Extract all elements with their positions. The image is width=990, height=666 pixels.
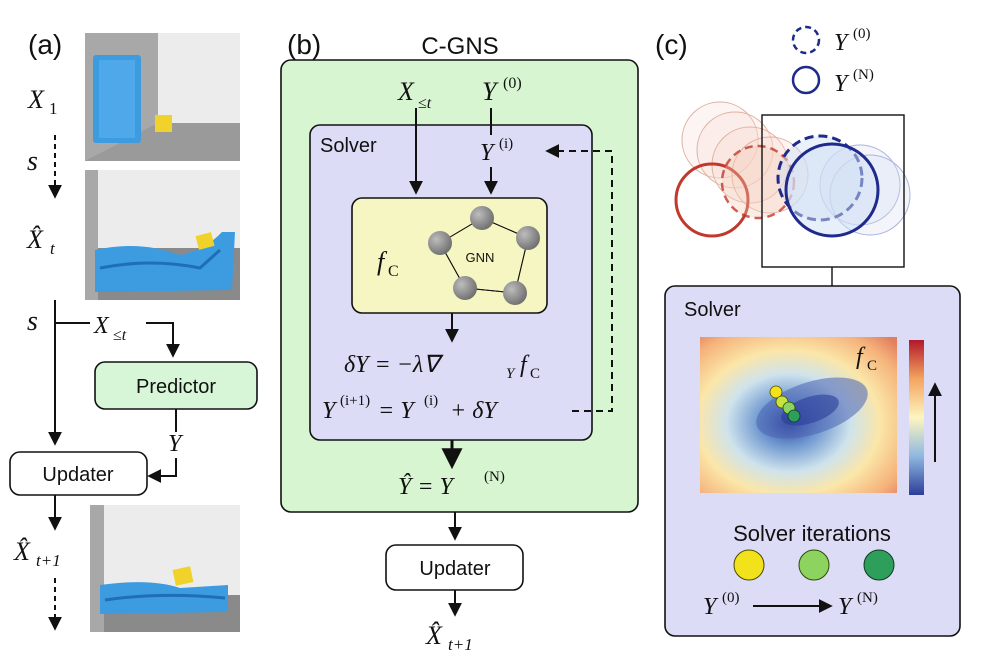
s-mid-label: s [27,306,38,337]
x-le-t-label: X [93,313,110,339]
legend-y0-sup: (0) [853,26,871,42]
iter-dot-middle [798,549,830,581]
iter-dot-first [733,549,765,581]
b-y0-label: Y [482,77,499,106]
b-yi-label: Y [480,140,496,166]
xhat-t1-label: X̂ [13,537,31,566]
update-eq-left: Y [322,398,338,424]
dy-eq-sub: Y [506,366,516,382]
solver-label-b: Solver [320,135,377,157]
arrow-y-to-updater [147,458,177,483]
panel-b: (b) C-GNS X ≤t Y (0) Solver Y (i) f C [280,29,639,654]
y-label: Y [168,431,184,457]
iter-from: Y [703,594,719,620]
cgns-title: C-GNS [421,33,498,60]
iter-from-sup: (0) [722,590,740,606]
update-eq-right: + δY [450,398,499,424]
update-eq-mid-sup: (i) [424,393,438,409]
heatmap-fc-label: f [856,344,866,370]
b-x-le-t-label: X [397,77,415,106]
panel-b-label: (b) [287,29,321,60]
panel-a-label: (a) [28,29,62,60]
zoom-box [761,114,905,268]
legend-y0: Y [834,30,850,56]
updater-label-a: Updater [42,464,113,486]
heatmap-fc-sub: C [867,358,877,374]
x1-sub: 1 [49,99,58,118]
update-eq-left-sup: (i+1) [340,393,370,409]
graph-network-icon [428,206,540,305]
dy-eq-f: f [520,352,530,378]
panel-c-label: (c) [655,29,688,60]
b-x-le-t-sub: ≤t [418,95,432,112]
panel-a: (a) X 1 s X̂ t s X ≤t [9,29,258,632]
fc-box [351,197,548,314]
iter-to-sup: (N) [857,590,878,606]
fc-sub: C [388,263,399,280]
arrow-to-predictor [146,322,180,358]
b-xhat-t1-label: X̂ [425,621,443,650]
colorbar [909,340,924,495]
sim-image-predicted-t [85,170,240,300]
s-top-label: s [27,146,38,177]
iteration-points [769,385,801,423]
updater-box-a [9,451,148,496]
iter-dot-last [863,549,895,581]
panel-c: (c) Y (0) Y (N) Solver f C [655,25,961,637]
update-eq-mid: = Y [378,398,416,424]
x1-label: X [27,85,45,114]
b-y0-sup: (0) [503,75,522,92]
yhat-eq: Ŷ = Y [398,474,456,500]
x-le-t-sub: ≤t [113,327,127,344]
xhat-t-label: X̂ [26,225,44,254]
iter-to: Y [838,594,854,620]
sim-image-predicted-t1 [90,505,240,632]
legend-yn: Y [834,71,850,97]
fc-label: f [377,247,388,276]
sim-image-initial [85,33,240,161]
solver-label-c: Solver [684,299,741,321]
dy-eq: δY = −λ∇ [344,352,444,378]
iterations-title: Solver iterations [733,521,891,546]
yhat-eq-sup: (N) [484,469,505,485]
b-yi-sup: (i) [499,136,513,152]
predictor-label: Predictor [136,376,216,398]
legend-yn-sup: (N) [853,67,874,83]
dy-eq-fsub: C [530,366,540,382]
xhat-t1-sub: t+1 [36,551,61,570]
gnn-label: GNN [466,250,495,265]
b-xhat-t1-sub: t+1 [448,635,473,654]
xhat-t-sub: t [50,239,56,258]
loss-landscape-heatmap [700,337,897,493]
updater-label-b: Updater [419,558,490,580]
legend-dashed-circle [791,25,821,55]
dashed-feedback-arrow [545,144,613,412]
legend-solid-circle [791,65,821,95]
trajectory-circles [674,101,911,238]
